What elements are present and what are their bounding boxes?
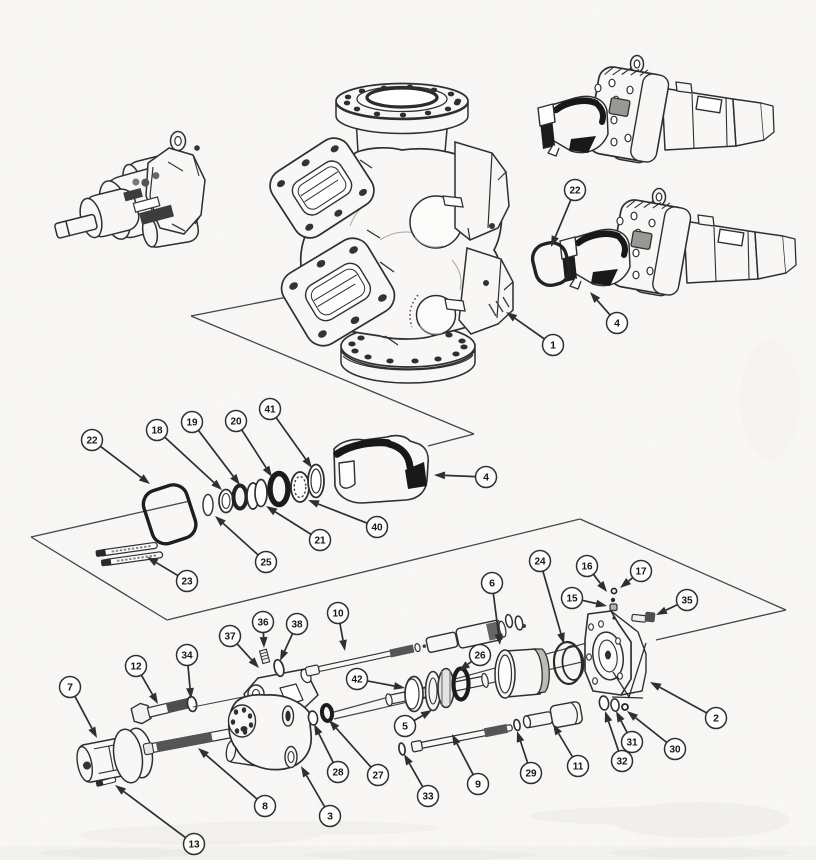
- svg-text:42: 42: [351, 675, 363, 686]
- svg-text:18: 18: [151, 426, 163, 437]
- svg-text:25: 25: [260, 558, 272, 569]
- svg-text:15: 15: [566, 594, 578, 605]
- svg-text:28: 28: [332, 768, 344, 779]
- svg-text:36: 36: [257, 618, 269, 629]
- svg-text:17: 17: [635, 567, 647, 578]
- svg-text:22: 22: [86, 436, 98, 447]
- svg-text:12: 12: [130, 662, 142, 673]
- svg-text:41: 41: [264, 405, 276, 416]
- svg-text:33: 33: [422, 792, 434, 803]
- svg-text:4: 4: [483, 472, 489, 484]
- svg-text:4: 4: [614, 318, 620, 330]
- svg-text:6: 6: [489, 578, 495, 590]
- svg-text:1: 1: [550, 340, 556, 352]
- svg-text:40: 40: [371, 523, 383, 534]
- svg-text:7: 7: [67, 682, 73, 694]
- svg-text:34: 34: [181, 651, 193, 662]
- svg-text:35: 35: [681, 596, 693, 607]
- svg-text:8: 8: [262, 801, 268, 813]
- svg-text:11: 11: [573, 762, 584, 773]
- svg-text:20: 20: [230, 417, 242, 428]
- svg-text:21: 21: [314, 536, 326, 547]
- svg-text:10: 10: [332, 609, 344, 620]
- svg-text:30: 30: [669, 745, 681, 756]
- svg-text:29: 29: [525, 769, 537, 780]
- svg-text:13: 13: [188, 840, 200, 851]
- svg-text:26: 26: [474, 651, 486, 662]
- svg-text:2: 2: [713, 713, 719, 725]
- svg-text:24: 24: [534, 557, 546, 568]
- svg-text:22: 22: [569, 186, 581, 197]
- svg-text:9: 9: [475, 779, 481, 791]
- svg-text:16: 16: [581, 562, 593, 573]
- svg-text:23: 23: [181, 577, 193, 588]
- svg-text:37: 37: [224, 632, 236, 643]
- svg-text:27: 27: [372, 771, 384, 782]
- svg-text:38: 38: [291, 620, 303, 631]
- svg-text:19: 19: [186, 418, 198, 429]
- svg-text:5: 5: [402, 721, 408, 733]
- svg-text:31: 31: [626, 738, 638, 749]
- svg-text:3: 3: [327, 811, 333, 823]
- svg-text:32: 32: [616, 757, 628, 768]
